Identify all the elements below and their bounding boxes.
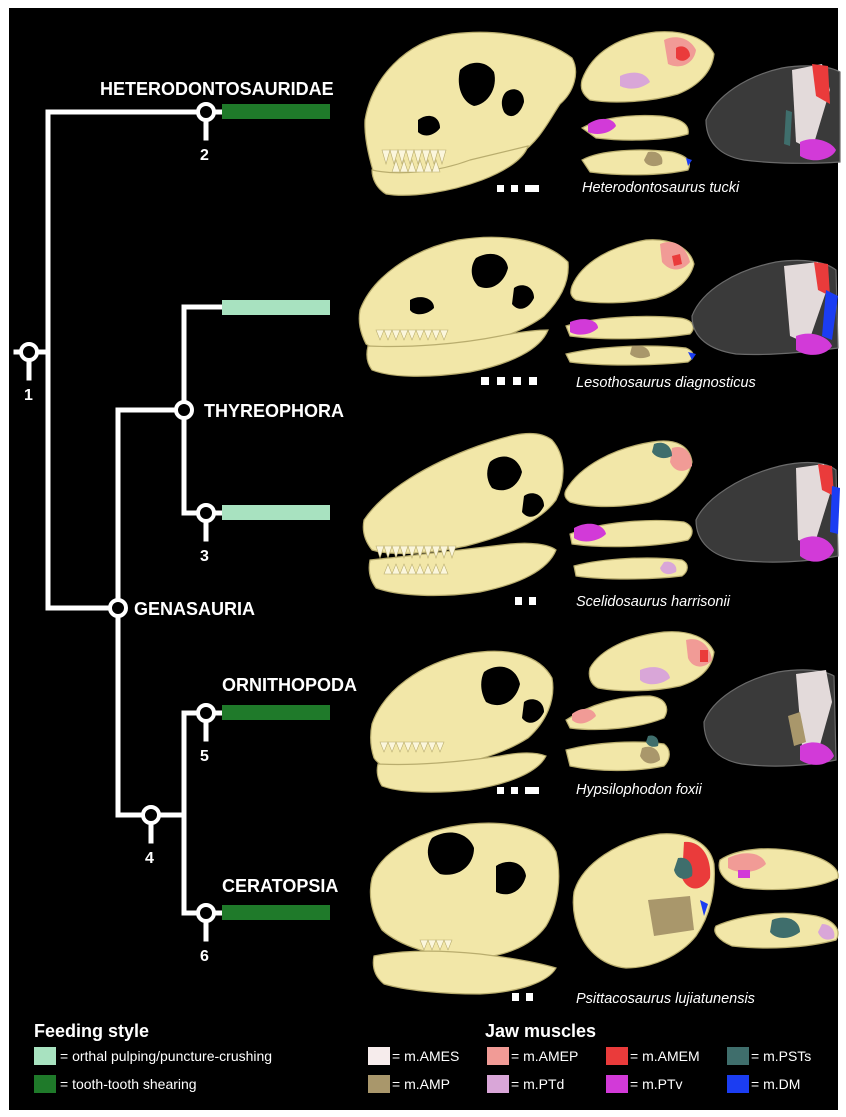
species-label-hypsilophodon: Hypsilophodon foxii [576,782,703,798]
node-2-marker [198,104,214,120]
legend-swatch-shearing [34,1075,56,1093]
node-number-2: 2 [200,147,209,164]
node-6-marker [198,905,214,921]
legend-swatch-ptv [606,1075,628,1093]
muscle-diagram-heterodontosaurus [581,32,714,175]
legend-jaw-muscles: Jaw muscles = m.AMES = m.AMEP = m.AMEM =… [368,1021,811,1093]
skull-overlay-scelidosaurus [696,463,840,563]
skull-lateral-heterodontosaurus [365,32,576,195]
cladogram-tree [16,112,222,939]
legend-muscle-title: Jaw muscles [485,1021,596,1041]
muscle-diagram-psittacosaurus [573,834,838,968]
legend-swatch-orthal [34,1047,56,1065]
feeding-bar-lesothosaurus [222,300,330,315]
legend-label-ptv: = m.PTv [630,1076,683,1092]
legend-label-dm: = m.DM [751,1076,800,1092]
legend-swatch-psts [727,1047,749,1065]
legend-swatch-amem [606,1047,628,1065]
node-number-6: 6 [200,948,209,965]
skull-row-psittacosaurus: Psittacosaurus lujiatunensis [370,823,838,1007]
skull-lateral-psittacosaurus [370,823,558,994]
muscle-diagram-scelidosaurus [565,441,692,579]
skull-overlay-lesothosaurus [692,260,838,355]
node-3-marker [198,505,214,521]
legend-swatch-ptd [487,1075,509,1093]
muscle-diagram-lesothosaurus [566,240,696,365]
legend-label-psts: = m.PSTs [751,1048,811,1064]
clade-label-ceratopsia: CERATOPSIA [222,876,338,896]
legend-label-amem: = m.AMEM [630,1048,700,1064]
node-4-marker [143,807,159,823]
legend-feeding-title: Feeding style [34,1021,149,1041]
node-number-4: 4 [145,850,154,867]
legend-swatch-amep [487,1047,509,1065]
clade-label-ornithopoda: ORNITHOPODA [222,675,357,695]
legend-swatch-ames [368,1047,390,1065]
clade-label-thyreophora: THYREOPHORA [204,401,344,421]
legend-label-amp: = m.AMP [392,1076,450,1092]
clade-label-genasauria: GENASAURIA [134,599,255,619]
legend-label-orthal: = orthal pulping/puncture-crushing [60,1048,272,1064]
legend-feeding-style: Feeding style = orthal pulping/puncture-… [34,1021,272,1093]
legend-swatch-amp [368,1075,390,1093]
legend-label-ptd: = m.PTd [511,1076,564,1092]
skull-row-hypsilophodon: Hypsilophodon foxii [371,632,836,798]
species-label-psittacosaurus: Psittacosaurus lujiatunensis [576,991,755,1007]
legend-label-amep: = m.AMEP [511,1048,578,1064]
node-number-3: 3 [200,548,209,565]
species-label-heterodontosaurus: Heterodontosaurus tucki [582,180,740,196]
species-label-scelidosaurus: Scelidosaurus harrisonii [576,594,731,610]
skull-row-lesothosaurus: Lesothosaurus diagnosticus [359,237,838,391]
feeding-bar-heterodontosaurus [222,104,330,119]
feeding-bar-psittacosaurus [222,905,330,920]
feeding-bar-hypsilophodon [222,705,330,720]
genasauria-node-marker [110,600,126,616]
node-number-5: 5 [200,748,209,765]
skull-lateral-scelidosaurus [363,433,563,595]
skull-lateral-hypsilophodon [371,651,553,792]
node-5-marker [198,705,214,721]
skull-overlay-heterodontosaurus [706,64,840,163]
skull-overlay-hypsilophodon [704,670,836,766]
clade-label-heterodontosauridae: HETERODONTOSAURIDAE [100,79,334,99]
node-1-marker [21,344,37,360]
species-label-lesothosaurus: Lesothosaurus diagnosticus [576,375,756,391]
legend-label-ames: = m.AMES [392,1048,459,1064]
node-number-1: 1 [24,387,33,404]
skull-row-heterodontosaurus: Heterodontosaurus tucki [365,32,840,196]
thyreophora-node-marker [176,402,192,418]
feeding-bar-scelidosaurus [222,505,330,520]
skull-row-scelidosaurus: Scelidosaurus harrisonii [363,433,840,610]
legend-swatch-dm [727,1075,749,1093]
legend-label-shearing: = tooth-tooth shearing [60,1076,197,1092]
muscle-diagram-hypsilophodon [566,632,714,771]
skull-lateral-lesothosaurus [359,237,568,376]
